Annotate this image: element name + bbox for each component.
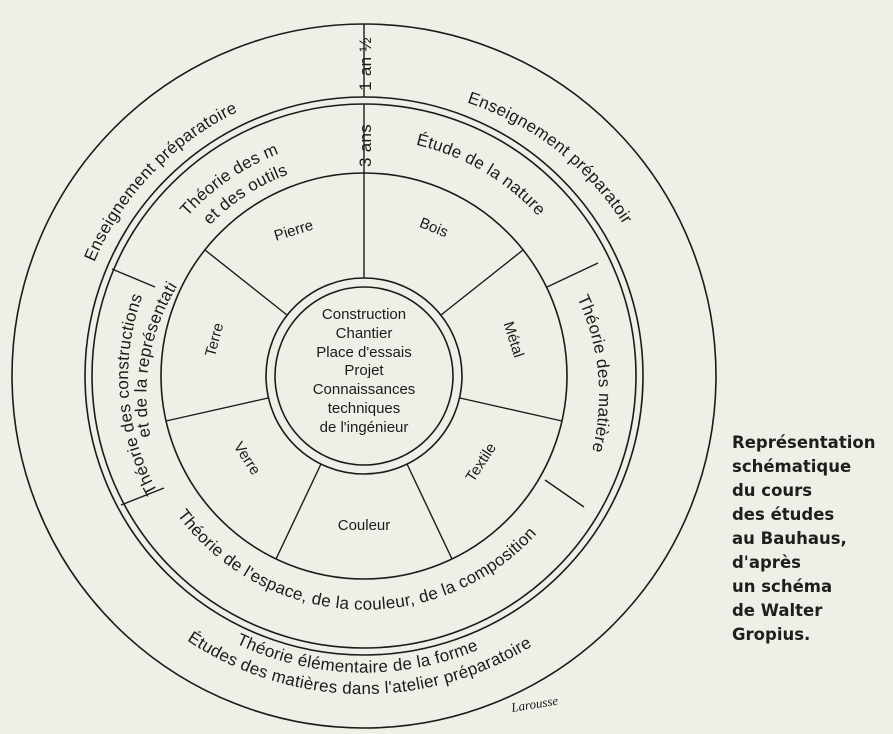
core-line: de l'ingénieur xyxy=(320,419,409,436)
caption-line: Gropius. xyxy=(732,625,811,644)
craft-spoke xyxy=(440,249,524,316)
craft-spoke xyxy=(406,463,453,560)
duration-inner-label: 3 ans xyxy=(356,124,375,167)
theory-label-left-2: et de la représentation xyxy=(0,0,181,439)
credit-label: Larousse xyxy=(509,693,559,715)
caption-line: des études xyxy=(732,505,835,524)
caption-line: au Bauhaus, xyxy=(732,529,847,548)
craft-label-couleur: Couleur xyxy=(338,517,391,534)
caption-line: Représentation xyxy=(732,433,876,452)
caption-line: schématique xyxy=(732,457,852,476)
core-line: Place d'essais xyxy=(316,344,411,361)
craft-label-pierre: Pierre xyxy=(272,217,315,245)
core-ring-inner-edge xyxy=(274,286,454,466)
outer-label-right: Enseignement préparatoire xyxy=(0,0,636,227)
craft-label-metal: Métal xyxy=(500,320,528,360)
caption-line: d'après xyxy=(732,553,801,572)
craft-label-terre: Terre xyxy=(202,321,227,358)
craft-label-bois: Bois xyxy=(417,214,450,241)
core-line: Construction xyxy=(322,306,406,323)
caption-line: de Walter xyxy=(732,601,823,620)
core-line: techniques xyxy=(328,400,401,417)
craft-spoke xyxy=(204,249,288,316)
craft-spoke xyxy=(165,397,269,422)
theory-divider-lower-right xyxy=(544,479,585,508)
theory-divider-right xyxy=(546,262,599,288)
core-line: Connaissances xyxy=(313,381,416,398)
craft-label-textile: Textile xyxy=(463,440,500,485)
craft-spoke xyxy=(275,463,322,560)
duration-outer-label: 1 an ½ xyxy=(356,37,375,91)
caption-line: du cours xyxy=(732,481,813,500)
core-line: Projet xyxy=(344,362,384,379)
core-line: Chantier xyxy=(336,325,393,342)
craft-label-verre: Verre xyxy=(230,439,264,478)
theory-divider-left xyxy=(111,268,156,288)
theory-divider-lower-left xyxy=(120,487,165,506)
figure-caption: Représentation schématique du cours des … xyxy=(732,431,892,647)
theory-label-top-right: Étude de la nature xyxy=(415,130,550,219)
craft-spoke xyxy=(459,397,563,422)
caption-line: un schéma xyxy=(732,577,833,596)
